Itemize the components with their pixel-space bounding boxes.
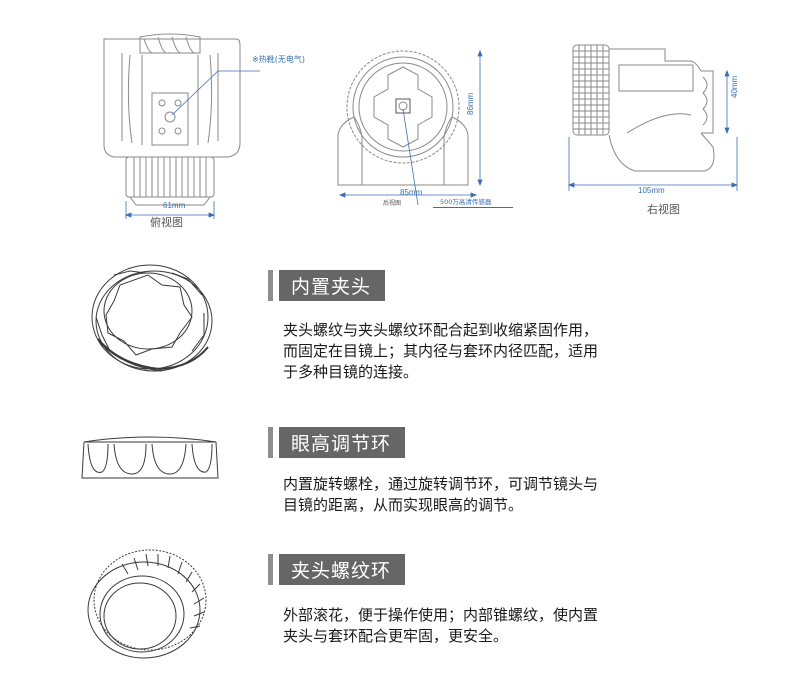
top-view-illustration [103, 33, 260, 219]
right-view-length-dimension: 105mm [638, 186, 665, 195]
section-header-eye-relief-ring: 眼高调节环 [268, 427, 406, 458]
section-title: 眼高调节环 [279, 427, 406, 458]
section-text-line: 夹头与套环配合更牢固，更安全。 [283, 627, 509, 645]
right-view-illustration [567, 44, 739, 191]
section-body-collet: 夹头螺纹与夹头螺纹环配合起到收缩紧固作用， 而固定在目镜上；其内径与套环内径匹配… [283, 320, 598, 383]
front-view-width-dimension: 85mm [400, 188, 423, 197]
rear-view-note: 后视图 [383, 200, 402, 207]
section-body-eye-relief-ring: 内置旋转螺栓，通过旋转调节环，可调节镜头与 目镜的距离，从而实现眼高的调节。 [283, 474, 598, 516]
header-accent-bar [268, 554, 273, 585]
top-view-width-dimension: 61mm [163, 201, 186, 210]
eye-relief-ring-illustration [81, 436, 219, 479]
section-title: 夹头螺纹环 [279, 554, 406, 585]
right-view-caption: 右视图 [647, 203, 680, 216]
front-view-illustration [337, 49, 483, 206]
technical-drawings-panel: ※热靴(无电气) 61mm 俯视图 86 [30, 15, 760, 235]
header-accent-bar [268, 427, 273, 458]
top-view-caption: 俯视图 [150, 216, 183, 229]
section-text-line: 目镜的距离，从而实现眼高的调节。 [283, 496, 524, 514]
section-text-line: 于多种目镜的连接。 [283, 363, 419, 381]
front-view-height-dimension: 86mm [466, 92, 475, 115]
thread-ring-illustration [87, 549, 207, 659]
thread-ring-image [82, 544, 212, 664]
header-accent-bar [268, 270, 273, 301]
right-view-height-dimension: 40mm [730, 75, 739, 98]
hot-shoe-callout: ※热靴(无电气) [252, 55, 305, 64]
collet-illustration [91, 264, 213, 372]
sensor-callout: 500万高清传感器 [440, 198, 492, 206]
sensor-callout-underline [433, 207, 513, 208]
front-view-drawing [330, 45, 500, 215]
eye-relief-ring-image [80, 432, 220, 482]
section-text-line: 外部滚花，便于操作使用；内部锥螺纹，使内置 [283, 606, 599, 624]
section-text-line: 夹头螺纹与夹头螺纹环配合起到收缩紧固作用， [283, 321, 599, 339]
section-text-line: 内置旋转螺栓，通过旋转调节环，可调节镜头与 [283, 475, 599, 493]
section-header-thread-ring: 夹头螺纹环 [268, 554, 406, 585]
section-body-thread-ring: 外部滚花，便于操作使用；内部锥螺纹，使内置 夹头与套环配合更牢固，更安全。 [283, 605, 598, 647]
collet-part-image [80, 255, 220, 375]
section-title: 内置夹头 [279, 270, 386, 301]
section-header-collet: 内置夹头 [268, 270, 386, 301]
right-view-drawing [565, 37, 745, 197]
section-text-line: 而固定在目镜上；其内径与套环内径匹配，适用 [283, 342, 599, 360]
top-view-drawing [100, 33, 270, 233]
